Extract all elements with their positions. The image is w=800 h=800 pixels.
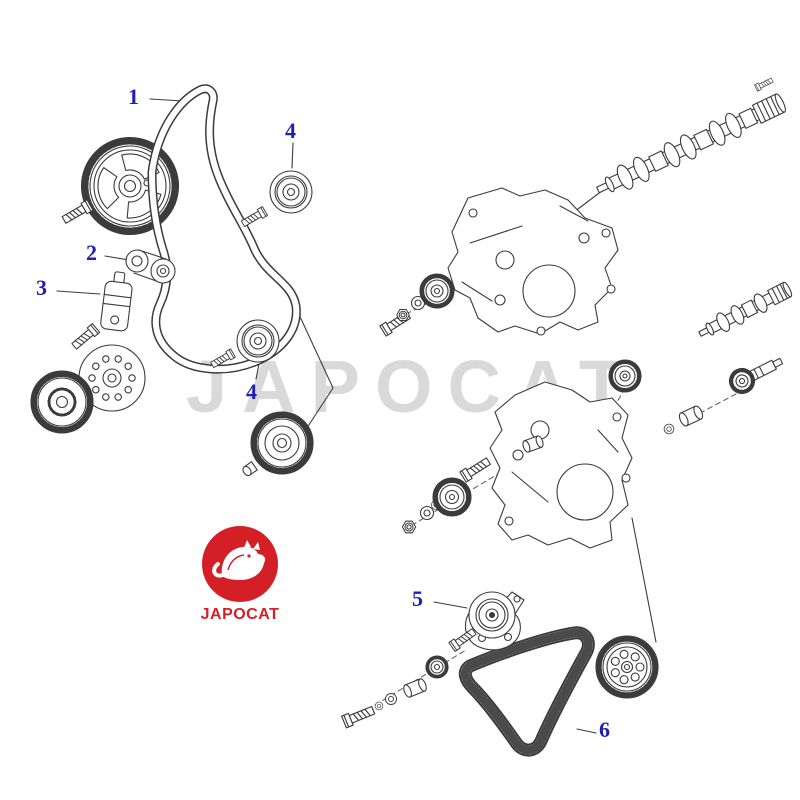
belt-tensioner-bracket <box>125 249 176 284</box>
cam-gear-lower <box>432 477 472 517</box>
callout-6: 6 <box>599 717 610 742</box>
hardware-upper-right <box>379 295 426 337</box>
cam-gear-mid <box>608 359 642 393</box>
japocat-logo: JAPOCAT <box>197 524 283 624</box>
cam-gear-upper <box>419 273 455 309</box>
camshaft-upper <box>596 93 786 194</box>
lower-timing-pulley <box>250 411 314 475</box>
crank-pulley-lower <box>595 635 659 699</box>
camshaft-lower <box>698 281 793 337</box>
cam-stub-shaft <box>728 357 784 395</box>
callout-4-upper: 4 <box>285 118 296 143</box>
plug-bolt <box>242 461 258 477</box>
tensioner-pulley-5 <box>464 591 525 651</box>
callout-1: 1 <box>128 84 139 109</box>
idler-pulley-lower <box>236 319 280 363</box>
hardware-bottom <box>341 693 397 729</box>
callout-5: 5 <box>412 586 423 611</box>
logo-text: JAPOCAT <box>200 606 280 623</box>
cat-logo-icon <box>202 526 278 602</box>
bushing-mid <box>678 405 704 427</box>
callout-3: 3 <box>36 275 47 300</box>
rear-cover-upper <box>447 187 619 336</box>
callout-4-lower: 4 <box>246 379 257 404</box>
timing-belt-1 <box>152 89 296 369</box>
guide-plate <box>78 344 146 412</box>
camshaft-sprocket <box>80 136 180 236</box>
timing-belt-2 <box>465 633 588 750</box>
idler-gear-small <box>425 655 449 679</box>
tensioner-adjuster <box>100 271 133 332</box>
small-washer-mid <box>663 423 675 435</box>
idler-pulley-upper <box>269 170 313 214</box>
callout-2: 2 <box>86 240 97 265</box>
bushing-lower <box>403 678 427 698</box>
rear-cover-lower <box>489 381 633 549</box>
crankshaft-gear <box>30 370 94 434</box>
cam-end-bolt <box>754 76 775 92</box>
